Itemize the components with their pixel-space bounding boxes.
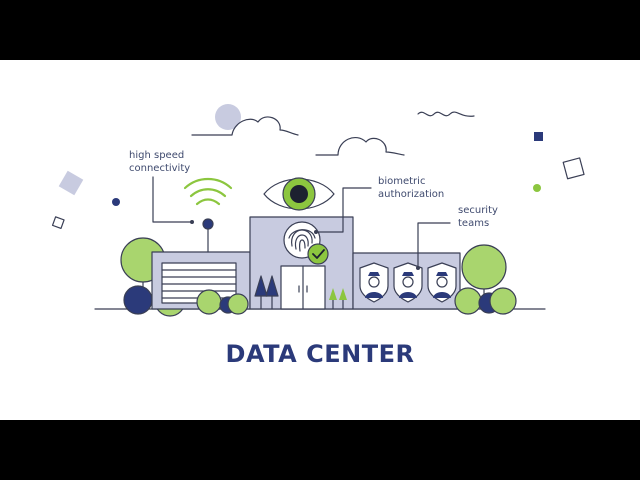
callout-biometric-dot — [314, 230, 318, 234]
data-center-illustration — [51, 104, 585, 317]
tree-icon — [329, 288, 347, 310]
label-security-teams: security teams — [458, 205, 498, 229]
checkmark-icon — [307, 243, 329, 265]
tree-icon — [254, 275, 279, 310]
decor-square — [562, 157, 585, 180]
cloud-icon — [191, 104, 299, 136]
letterbox-bottom — [0, 420, 640, 480]
security-guard-icon — [427, 262, 457, 303]
antenna-node — [202, 218, 214, 230]
bush — [123, 285, 153, 315]
decor-dot — [533, 184, 541, 192]
security-guard-icon — [393, 262, 423, 303]
cloud-icon — [315, 137, 405, 156]
bird-squiggle — [417, 111, 475, 117]
security-guard-icon — [359, 262, 389, 303]
decor-square — [51, 216, 65, 230]
letterbox-top — [0, 0, 640, 60]
bush — [454, 287, 482, 315]
bush — [196, 289, 222, 315]
page-title: DATA CENTER — [225, 340, 415, 368]
decor-square — [58, 170, 84, 196]
decor-dot — [112, 198, 120, 206]
decor-square — [534, 132, 543, 141]
bush — [227, 293, 249, 315]
illustration-stage: high speed connectivity biometric author… — [0, 60, 640, 420]
wifi-icon — [183, 177, 233, 206]
callout-biometric-line — [315, 187, 372, 233]
eye-icon — [263, 177, 335, 211]
entrance-door — [280, 265, 326, 310]
bush — [489, 287, 517, 315]
callout-connectivity-line — [152, 176, 193, 223]
callout-connectivity-dot — [190, 220, 194, 224]
label-high-speed-connectivity: high speed connectivity — [129, 150, 191, 174]
label-biometric-authorization: biometric authorization — [378, 176, 445, 200]
callout-security-line — [417, 222, 451, 269]
callout-security-dot — [416, 266, 420, 270]
